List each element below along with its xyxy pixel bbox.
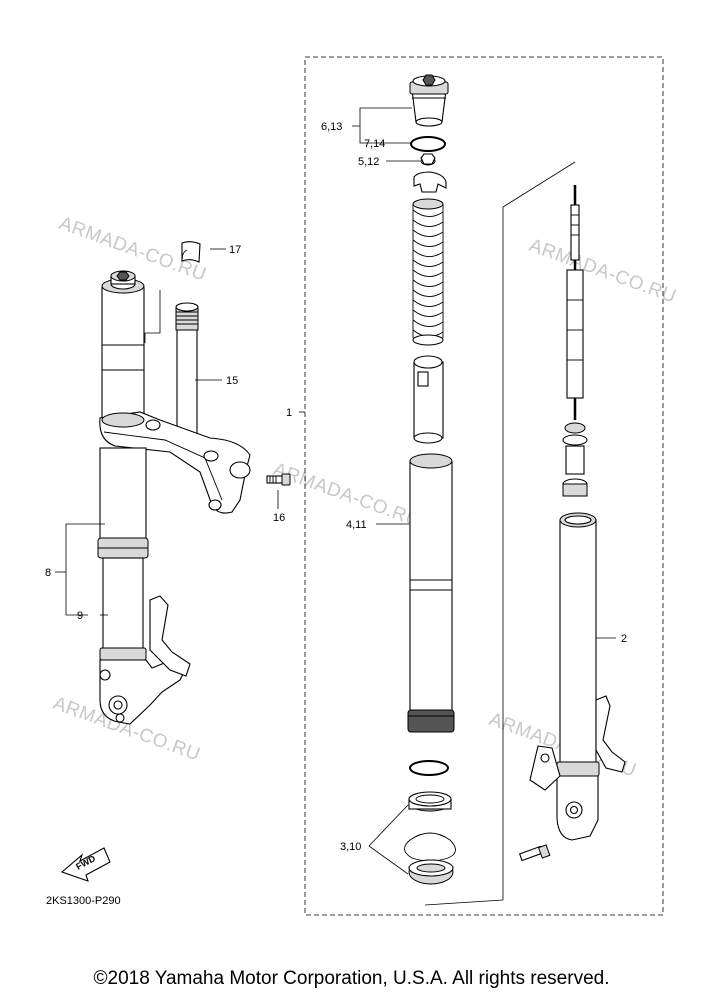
fwd-arrow-icon: FWD <box>60 847 111 882</box>
part-16-bolt <box>266 473 291 486</box>
left-fork-assembly <box>97 270 251 725</box>
label-1: 1 <box>286 407 292 419</box>
label-9: 9 <box>77 610 83 622</box>
label-15: 15 <box>226 375 238 387</box>
label-17: 17 <box>229 244 241 256</box>
label-4-11: 4,11 <box>346 519 367 531</box>
watermark: ARMADA-CO.RU <box>526 235 679 308</box>
label-2: 2 <box>621 633 627 645</box>
part-labels: 1 2 3,10 4,11 5,12 6,13 7,14 8 9 15 16 1… <box>45 121 627 853</box>
left-leaders <box>55 248 279 616</box>
label-7-14: 7,14 <box>364 138 385 150</box>
right-assembly <box>424 161 626 906</box>
center-components <box>404 74 456 885</box>
label-3-10: 3,10 <box>340 841 361 853</box>
assembly-boundary <box>304 56 664 916</box>
label-16: 16 <box>273 512 285 524</box>
label-8: 8 <box>45 567 51 579</box>
center-leaders <box>299 107 420 875</box>
copyright-notice: ©2018 Yamaha Motor Corporation, U.S.A. A… <box>93 968 610 989</box>
diagram-code: 2KS1300-P290 <box>46 895 121 907</box>
part-17-clip <box>181 241 201 263</box>
label-5-12: 5,12 <box>358 156 379 168</box>
label-6-13: 6,13 <box>321 121 342 133</box>
fork-spring <box>412 198 444 346</box>
